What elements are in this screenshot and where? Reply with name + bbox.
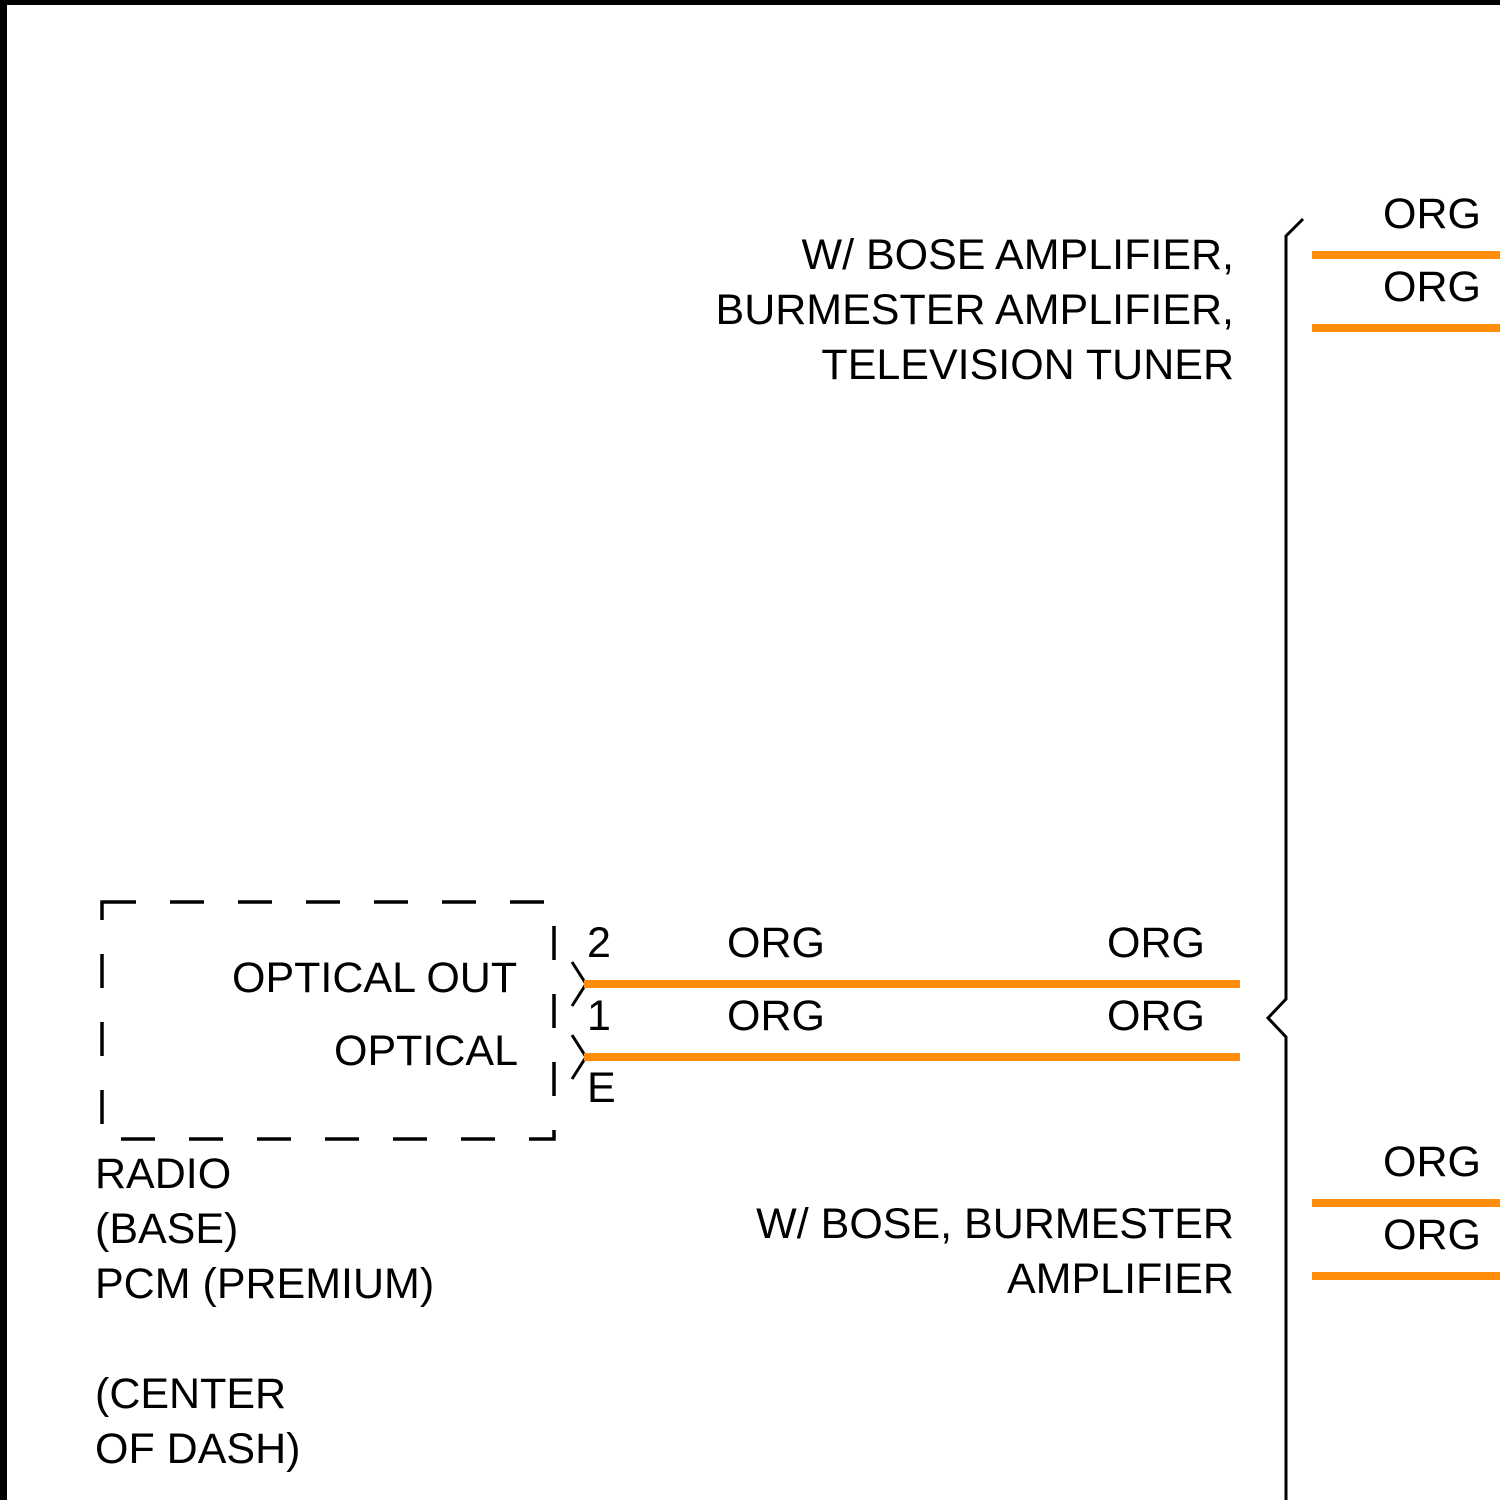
option-brace — [1268, 219, 1303, 1500]
upper-branch-wire-2-color: ORG — [1383, 260, 1481, 315]
upper-branch-wire-1-color: ORG — [1383, 187, 1481, 242]
pin-number-2: 2 — [587, 916, 611, 971]
component-name: RADIO (BASE) PCM (PREMIUM) — [95, 1147, 434, 1312]
wire-pin-2-color-left: ORG — [727, 916, 825, 971]
upper-branch-option-text: W/ BOSE AMPLIFIER, BURMESTER AMPLIFIER, … — [716, 228, 1234, 393]
wire-pin-2-color-right: ORG — [1107, 916, 1205, 971]
pin-number-1: 1 — [587, 989, 611, 1044]
lower-branch-option-text: W/ BOSE, BURMESTER AMPLIFIER — [756, 1197, 1234, 1307]
lower-branch-wire-1-color: ORG — [1383, 1135, 1481, 1190]
wire-pin-1-color-left: ORG — [727, 989, 825, 1044]
connector-bracket-pin-1 — [572, 1035, 586, 1079]
connector-bracket-pin-2 — [572, 962, 586, 1006]
connector-id: E — [587, 1061, 616, 1116]
signal-label-optical: OPTICAL — [334, 1024, 518, 1079]
wire-pin-1-color-right: ORG — [1107, 989, 1205, 1044]
component-location: (CENTER OF DASH) — [95, 1367, 300, 1477]
component-dashed-outline — [102, 902, 554, 1139]
signal-label-optical-out: OPTICAL OUT — [232, 951, 517, 1006]
lower-branch-wire-2-color: ORG — [1383, 1208, 1481, 1263]
